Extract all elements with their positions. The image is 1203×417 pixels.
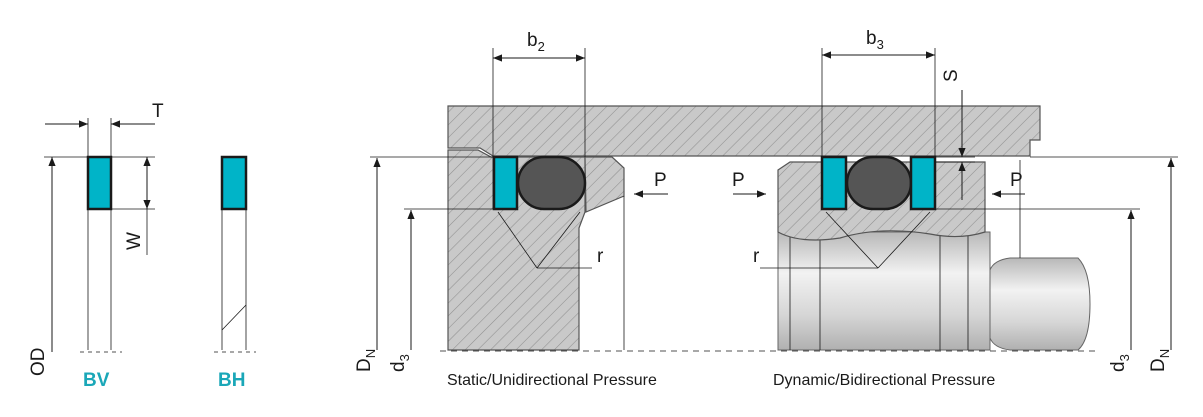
- radius-dynamic-label: r: [753, 246, 760, 267]
- bh-ring-cross-section: [220, 155, 248, 211]
- housing-bore: [447, 105, 1041, 157]
- d3-right-label: d3: [1108, 354, 1132, 372]
- od-label: OD: [28, 348, 49, 377]
- dynamic-caption: Dynamic/Bidirectional Pressure: [773, 372, 995, 389]
- d3-left-subscript: 3: [397, 354, 412, 361]
- dynamic-backup-ring-left: [820, 155, 848, 211]
- static-seal: [492, 155, 587, 211]
- d3-right-letter: d: [1108, 361, 1129, 372]
- radius-dynamic: r: [753, 211, 931, 269]
- b2-subscript: 2: [538, 39, 545, 54]
- s-dimension: S: [935, 69, 975, 200]
- pressure-static: P: [634, 170, 668, 198]
- dn-left-label: DN: [354, 349, 378, 372]
- static-backup-ring: [492, 155, 519, 211]
- static-caption: Static/Unidirectional Pressure: [447, 372, 657, 389]
- pressure-dynamic-right: P: [992, 170, 1025, 198]
- bv-label: BV: [83, 370, 110, 391]
- piston-rod: [777, 231, 1091, 351]
- dn-left-subscript: N: [363, 349, 378, 358]
- pressure-right-label: P: [1010, 170, 1023, 191]
- dn-right-subscript: N: [1157, 349, 1172, 358]
- bv-ring-section: [80, 155, 122, 353]
- static-land: [584, 156, 625, 213]
- s-label: S: [941, 69, 962, 82]
- b2-dimension: b2: [492, 30, 586, 209]
- b2-label: b2: [527, 30, 545, 54]
- pressure-dynamic-left: P: [732, 170, 766, 198]
- dn-dimension-right: DN: [1030, 156, 1178, 372]
- w-label: W: [124, 232, 145, 250]
- dn-right-letter: D: [1148, 358, 1169, 372]
- dynamic-backup-ring-right: [909, 155, 937, 211]
- od-dimension: OD: [28, 156, 88, 377]
- bh-label: BH: [218, 370, 245, 391]
- d3-left-label: d3: [388, 354, 412, 372]
- d3-left-letter: d: [388, 361, 409, 372]
- dynamic-o-ring: [845, 155, 913, 211]
- dynamic-seal: [820, 155, 937, 211]
- static-o-ring: [516, 155, 587, 211]
- pressure-left-label: P: [732, 170, 745, 191]
- radius-static: r: [497, 211, 604, 269]
- d3-dimension-right: d3: [935, 208, 1140, 372]
- b2-letter: b: [527, 30, 538, 51]
- dn-left-letter: D: [354, 358, 375, 372]
- dn-right-label: DN: [1148, 349, 1172, 372]
- b3-label: b3: [866, 28, 884, 52]
- pressure-static-label: P: [654, 170, 667, 191]
- bh-ring-section: [214, 155, 256, 353]
- t-dimension: T: [45, 101, 164, 156]
- bv-ring-cross-section: [86, 155, 113, 211]
- radius-static-label: r: [597, 246, 604, 267]
- w-dimension: W: [111, 156, 155, 255]
- b3-dimension: b3: [821, 28, 936, 209]
- d3-right-subscript: 3: [1117, 354, 1132, 361]
- b3-subscript: 3: [877, 37, 884, 52]
- d3-dimension-left: d3: [388, 208, 494, 372]
- b3-letter: b: [866, 28, 877, 49]
- dn-dimension-left: DN: [354, 156, 494, 372]
- t-label: T: [152, 101, 164, 122]
